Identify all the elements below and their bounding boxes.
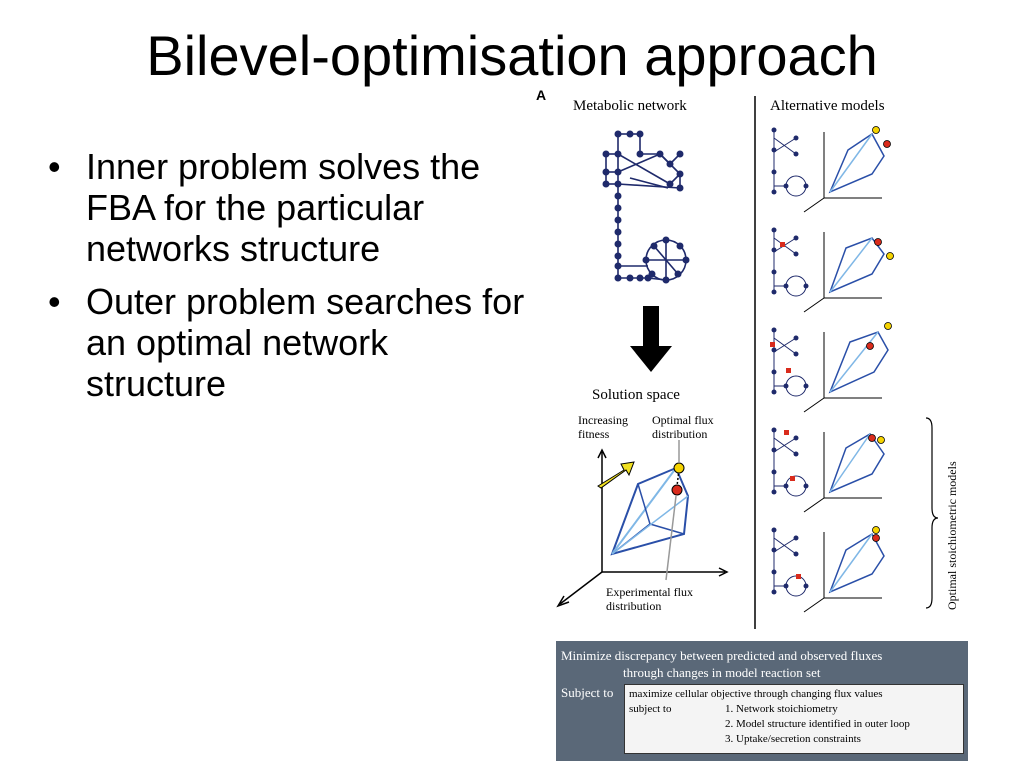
experimental-pointer-line [665, 495, 677, 581]
inner-subject-to: subject to [629, 703, 672, 715]
bullet-list: •Inner problem solves the FBA for the pa… [48, 146, 528, 416]
alternative-model [771, 526, 885, 613]
alternative-model [771, 126, 891, 213]
outer-subject-to: Subject to [561, 685, 614, 700]
alternative-model [770, 322, 892, 413]
solution-space-axes [556, 448, 729, 608]
alternative-model [771, 227, 894, 313]
down-arrow-icon [630, 306, 672, 372]
optimal-point [673, 462, 685, 474]
optimal-flux-label: Optimal flux distribution [652, 413, 717, 441]
increasing-fitness-label: Increasing fitness [578, 413, 631, 441]
bullet-text: Outer problem searches for an optimal ne… [86, 281, 525, 404]
bullet-item: •Inner problem solves the FBA for the pa… [48, 146, 481, 269]
constraint-item: 1. Network stoichiometry [725, 703, 838, 715]
optimal-models-label: Optimal stoichiometric models [945, 461, 959, 610]
bullet-text: Inner problem solves the FBA for the par… [86, 146, 481, 269]
inner-problem-box: maximize cellular objective through chan… [624, 684, 964, 754]
alternative-models-heading: Alternative models [770, 98, 885, 114]
optimal-models-brace [925, 417, 939, 609]
constraint-item: 2. Model structure identified in outer l… [725, 718, 910, 730]
panel-a-label: A [536, 87, 546, 103]
optimisation-formulation-box: Minimize discrepancy between predicted a… [556, 641, 968, 761]
alternative-model-rows [770, 126, 894, 613]
outer-objective-line2: through changes in model reaction set [623, 665, 821, 680]
discrepancy-line [676, 469, 680, 487]
outer-objective-line1: Minimize discrepancy between predicted a… [561, 648, 883, 663]
metabolic-network-nodes [602, 130, 690, 284]
solution-polytope [610, 466, 690, 556]
inner-objective: maximize cellular objective through chan… [629, 688, 883, 700]
yellow-arrow-icon [597, 461, 635, 489]
metabolic-network-heading: Metabolic network [573, 98, 687, 114]
experimental-flux-label: Experimental flux distribution [606, 585, 696, 613]
solution-space-heading: Solution space [592, 387, 680, 403]
slide-title: Bilevel-optimisation approach [146, 24, 878, 87]
constraint-item: 3. Uptake/secretion constraints [725, 733, 861, 745]
bilevel-figure: A Metabolic network Alternative models [536, 87, 959, 629]
alternative-model [771, 427, 885, 513]
bullet-item: •Outer problem searches for an optimal n… [48, 281, 525, 404]
experimental-point [671, 484, 683, 496]
